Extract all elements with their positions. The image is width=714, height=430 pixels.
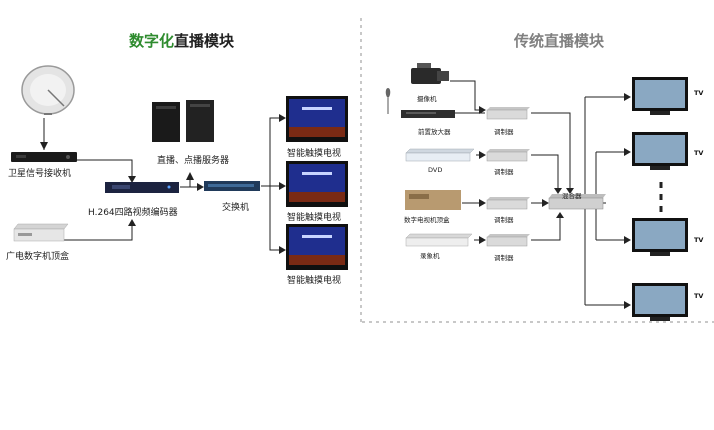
modulator-icon	[486, 149, 530, 162]
cable-stb-icon	[13, 223, 69, 242]
tv-label: TV	[694, 292, 704, 300]
smart-tv-screen-icon	[286, 224, 348, 270]
smart-tv-label: 智能触摸电视	[287, 276, 342, 286]
servers-icon	[152, 100, 214, 142]
digital-module-title: 数字化直播模块	[129, 30, 234, 51]
modulator-label: 调制器	[494, 254, 514, 262]
dvd-player-icon	[405, 148, 475, 162]
preamp-label: 前置放大器	[418, 128, 451, 136]
recorder-label: 录象机	[420, 252, 440, 260]
smart-tv-screen-icon	[286, 96, 348, 142]
modulator-label: 调制器	[494, 168, 514, 176]
tv-icon	[632, 283, 688, 321]
switch-label: 交换机	[222, 203, 250, 213]
smart-tv-label: 智能触摸电视	[287, 149, 342, 159]
smart-tv-screen-icon	[286, 161, 348, 207]
encoder-label: H.264四路视频编码器	[88, 208, 178, 218]
satellite-receiver-icon	[11, 152, 77, 162]
vcr-icon	[405, 233, 473, 247]
tv-stb-label: 数字电视机顶盒	[404, 216, 450, 224]
tv-label: TV	[694, 149, 704, 157]
preamp-icon	[401, 110, 455, 118]
tv-label: TV	[694, 89, 704, 97]
modulator-icon	[486, 107, 530, 120]
switch-icon	[204, 181, 260, 191]
smart-tv-label: 智能触摸电视	[287, 213, 342, 223]
traditional-module-title: 传统直播模块	[514, 32, 605, 50]
mixer-label: 混合器	[562, 192, 582, 200]
modulator-icon	[486, 197, 530, 210]
digital-title-prefix: 数字化	[129, 32, 175, 50]
satellite-receiver-label: 卫星信号接收机	[8, 169, 72, 179]
satellite-dish-icon	[21, 65, 75, 115]
tv-stb-icon	[405, 190, 461, 210]
tv-icon	[632, 77, 688, 115]
mixer-icon	[548, 194, 606, 210]
camera-label: 摄像机	[417, 95, 437, 103]
tv-label: TV	[694, 236, 704, 244]
digital-title-suffix: 直播模块	[174, 32, 235, 50]
tv-icon	[632, 132, 688, 170]
servers-label: 直播、点播服务器	[157, 156, 230, 166]
camera-icon	[411, 63, 449, 84]
cable-stb-label: 广电数字机顶盒	[6, 252, 70, 262]
encoder-icon	[105, 182, 179, 193]
dvd-label: DVD	[428, 166, 443, 174]
modulator-label: 调制器	[494, 128, 514, 136]
modulator-icon	[486, 234, 530, 247]
microphone-icon	[385, 88, 391, 114]
tv-icon	[632, 218, 688, 256]
modulator-label: 调制器	[494, 216, 514, 224]
